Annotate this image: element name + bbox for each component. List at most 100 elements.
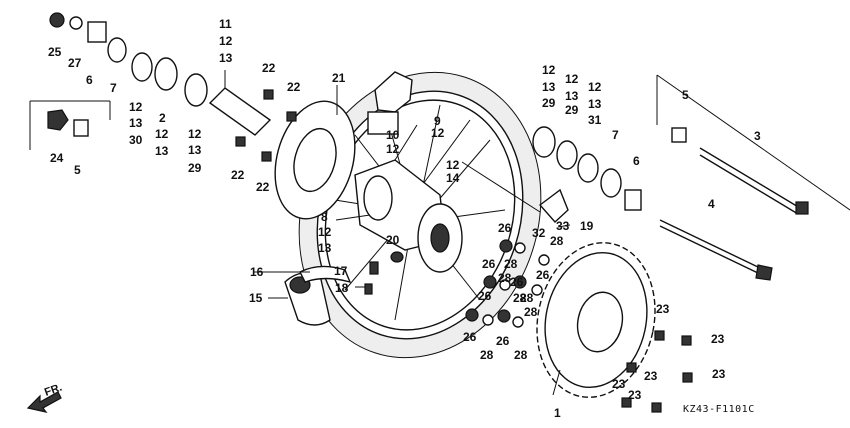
callout: 26 xyxy=(498,221,512,235)
callout: 12 xyxy=(188,127,202,141)
callout: 26 xyxy=(510,275,524,289)
callout: 7 xyxy=(110,81,117,95)
diagram-code: KZ43-F1101C xyxy=(683,404,755,415)
sprocket-bolts xyxy=(621,330,693,413)
callout: 29 xyxy=(542,96,556,110)
callout: 5 xyxy=(682,88,689,102)
callout: 5 xyxy=(74,163,81,177)
callout: 19 xyxy=(580,219,594,233)
callout: 28 xyxy=(498,271,512,285)
callout: 22 xyxy=(231,168,245,182)
callout-labels: 25 27 6 7 12 13 30 2 12 13 12 13 29 11 1… xyxy=(48,17,761,420)
callout: 13 xyxy=(318,241,332,255)
right-bearings xyxy=(532,126,642,211)
callout: 13 xyxy=(542,80,556,94)
direction-label: FR. xyxy=(43,381,64,398)
callout: 26 xyxy=(496,334,510,348)
right-frame-lines xyxy=(656,74,850,211)
callout: 22 xyxy=(256,180,270,194)
axle-3 xyxy=(671,127,809,215)
callout: 15 xyxy=(249,291,263,305)
callout: 10 xyxy=(386,128,400,142)
callout: 22 xyxy=(262,61,276,75)
callout: 28 xyxy=(513,291,527,305)
callout: 24 xyxy=(50,151,64,165)
callout: 26 xyxy=(463,330,477,344)
callout: 21 xyxy=(332,71,346,85)
callout: 28 xyxy=(550,234,564,248)
driven-sprocket xyxy=(536,242,656,398)
callout: 2 xyxy=(159,111,166,125)
callout: 17 xyxy=(334,264,348,278)
brake-disc xyxy=(274,100,356,220)
callout: 16 xyxy=(250,265,264,279)
left-small-parts xyxy=(49,12,272,136)
callout: 25 xyxy=(48,45,62,59)
callout: 12 xyxy=(386,142,400,156)
callout: 8 xyxy=(321,210,328,224)
hub-nuts xyxy=(465,239,550,328)
valve-cap xyxy=(369,261,379,275)
callout: 23 xyxy=(628,388,642,402)
callout: 28 xyxy=(514,348,528,362)
callout: 26 xyxy=(536,268,550,282)
callout: 14 xyxy=(446,171,460,185)
callout: 12 xyxy=(431,126,445,140)
callout: 20 xyxy=(386,233,400,247)
chain-adjuster-plate xyxy=(367,71,413,135)
leader-lines xyxy=(224,70,571,396)
rear-hub xyxy=(354,159,463,273)
rim-band xyxy=(299,265,352,284)
callout: 12 xyxy=(155,127,169,141)
callout: 27 xyxy=(68,56,82,70)
rim-lock-nut xyxy=(364,283,373,295)
callout: 6 xyxy=(86,73,93,87)
callout: 9 xyxy=(434,114,441,128)
callout: 12 xyxy=(565,72,579,86)
callout: 30 xyxy=(129,133,143,147)
callout: 22 xyxy=(287,80,301,94)
front-direction-arrow-icon xyxy=(26,391,62,413)
callout: 12 xyxy=(542,63,556,77)
callout: 33 xyxy=(556,219,570,233)
callout: 29 xyxy=(565,103,579,117)
callout: 26 xyxy=(478,289,492,303)
callout: 6 xyxy=(633,154,640,168)
callout: 31 xyxy=(588,113,602,127)
callout: 1 xyxy=(554,406,561,420)
chain-slider-block xyxy=(538,188,569,223)
callout: 23 xyxy=(712,367,726,381)
axle-4 xyxy=(659,219,773,281)
callout: 28 xyxy=(480,348,494,362)
left-adjuster xyxy=(29,100,111,150)
callout: 13 xyxy=(129,116,143,130)
callout: 12 xyxy=(219,34,233,48)
bolts-22 xyxy=(235,89,297,162)
callout: 3 xyxy=(754,129,761,143)
callout: 23 xyxy=(644,369,658,383)
callout: 11 xyxy=(219,17,232,31)
callout: 23 xyxy=(711,332,725,346)
callout: 12 xyxy=(446,158,460,172)
callout: 12 xyxy=(588,80,602,94)
hub-collar xyxy=(390,251,404,263)
callout: 29 xyxy=(188,161,202,175)
callout: 28 xyxy=(504,257,518,271)
callout: 4 xyxy=(708,197,715,211)
callout: 12 xyxy=(318,225,332,239)
callout: 12 xyxy=(129,100,143,114)
callout: 13 xyxy=(155,144,169,158)
callout: 13 xyxy=(188,143,202,157)
callout: 13 xyxy=(565,89,579,103)
callout: 13 xyxy=(588,97,602,111)
callout: 32 xyxy=(532,226,546,240)
callout: 28 xyxy=(524,305,538,319)
callout: 28 xyxy=(520,291,534,305)
callout: 26 xyxy=(482,257,496,271)
callout: 7 xyxy=(612,128,619,142)
callout: 23 xyxy=(656,302,670,316)
callout: 18 xyxy=(335,281,349,295)
callout: 23 xyxy=(612,377,626,391)
